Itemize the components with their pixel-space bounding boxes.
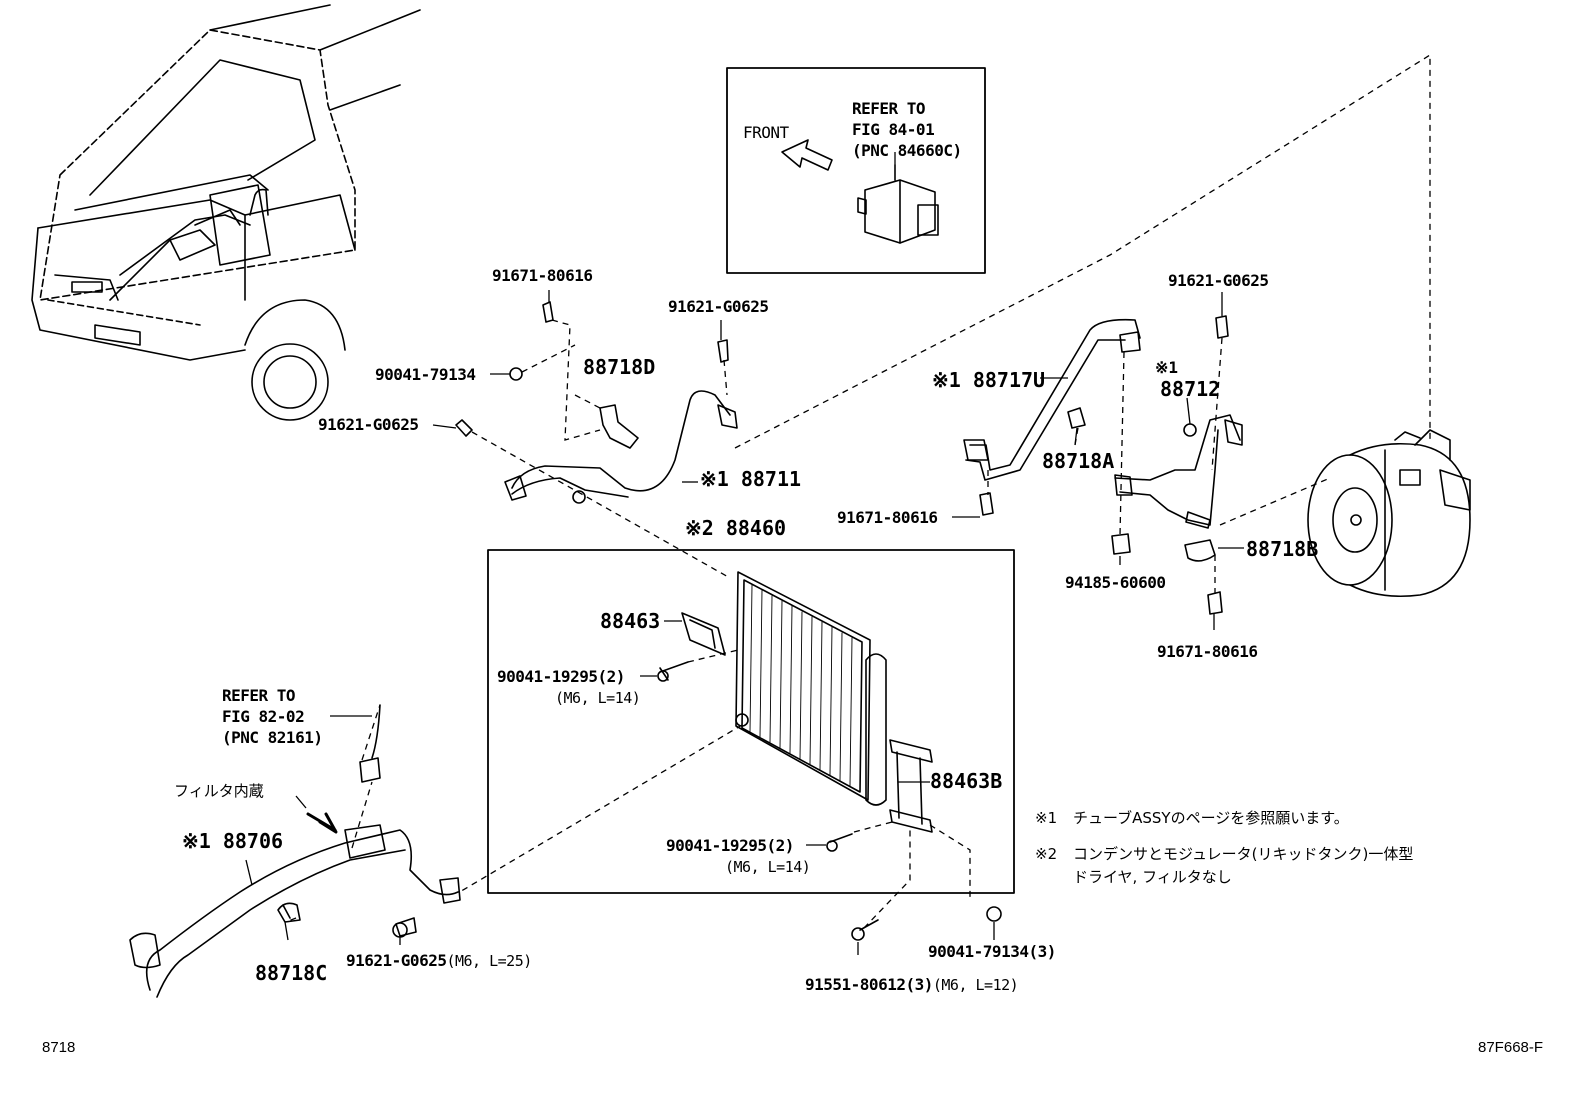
- tube-88717U: [963, 318, 1141, 481]
- part-88718B: 88718B: [1246, 537, 1319, 561]
- part-91551-80612-spec: (M6, L=12): [932, 976, 1019, 994]
- sensor-connector-icon: [857, 164, 939, 244]
- tube-88706: [129, 704, 461, 998]
- part-88712-mark: ※1: [1155, 358, 1179, 377]
- part-91551-80612: 91551-80612(3)(M6, L=12): [805, 975, 1019, 995]
- refer-82-line-3: (PNC 82161): [222, 728, 323, 747]
- part-88463B: 88463B: [930, 769, 1003, 793]
- part-90041-19295-upper-spec: (M6, L=14): [555, 689, 641, 707]
- part-90041-19295-upper: 90041-19295(2): [497, 667, 625, 686]
- part-91671-80616-mid: 91671-80616: [837, 508, 938, 527]
- condenser-frame: [487, 549, 1015, 894]
- truck-cab-illustration: [31, 4, 421, 421]
- footer-left-code: 8718: [42, 1039, 76, 1056]
- part-94185-60600: 94185-60600: [1065, 573, 1166, 592]
- part-88712: 88712: [1160, 377, 1221, 401]
- note-1-text: チューブASSYのページを参照願います。: [1073, 809, 1349, 827]
- bracket-88463-icon: [681, 612, 726, 656]
- part-91621-G0625-lower: 91621-G0625(M6, L=25): [346, 951, 532, 971]
- bracket-88463B-icon: [889, 739, 933, 833]
- part-91621-G0625-left: 91621-G0625: [318, 415, 419, 434]
- fastener-icons-right: [979, 315, 1229, 615]
- part-88718D: 88718D: [583, 355, 656, 379]
- part-88718C: 88718C: [255, 961, 328, 985]
- dashed-leaders: [285, 53, 1431, 929]
- clip-88718C-icon: [277, 902, 301, 923]
- part-91621-G0625-right: 91621-G0625: [1168, 271, 1269, 290]
- bolt-icons: [657, 661, 1002, 941]
- part-88711: ※1 88711: [700, 467, 802, 491]
- filter-arrow-icon: [306, 812, 338, 834]
- note-2-text-1: コンデンサとモジュレータ(リキッドタンク)一体型: [1073, 845, 1414, 863]
- condenser-core: [735, 571, 887, 806]
- refer-82-line-1: REFER TO: [222, 686, 296, 705]
- front-label: FRONT: [743, 123, 789, 142]
- inset-refer-line-1: REFER TO: [852, 99, 926, 118]
- bracket-88718D-icon: [599, 404, 639, 449]
- part-91621-G0625-lower-spec: (M6, L=25): [446, 952, 532, 970]
- part-88706: ※1 88706: [182, 829, 284, 853]
- part-88718A: 88718A: [1042, 449, 1115, 473]
- front-arrow-icon: [781, 139, 833, 171]
- bolt-91621-lower-icon: [392, 917, 417, 938]
- part-88460: ※2 88460: [685, 516, 787, 540]
- note-2-text-2: ドライヤ, フィルタなし: [1073, 868, 1232, 886]
- refer-82-line-2: FIG 82-02: [222, 707, 305, 726]
- inset-refer-line-2: FIG 84-01: [852, 120, 935, 139]
- part-91621-G0625-mid: 91621-G0625: [668, 297, 769, 316]
- part-91551-80612-number: 91551-80612(3): [805, 975, 933, 994]
- solid-leaders: [245, 152, 1244, 955]
- part-88463: 88463: [600, 609, 661, 633]
- part-88717U: ※1 88717U: [932, 368, 1046, 392]
- part-90041-19295-lower-spec: (M6, L=14): [725, 858, 811, 876]
- note-2-mark: ※2: [1035, 845, 1058, 863]
- part-91671-80616-right: 91671-80616: [1157, 642, 1258, 661]
- part-90041-79134-3: 90041-79134(3): [928, 942, 1056, 961]
- inset-refer-line-3: (PNC 84660C): [852, 141, 962, 160]
- tube-88712: [1114, 414, 1243, 529]
- filter-builtin-label: フィルタ内蔵: [174, 782, 264, 800]
- part-90041-19295-lower: 90041-19295(2): [666, 836, 794, 855]
- compressor-icon: [1307, 429, 1471, 598]
- footer-right-code: 87F668-F: [1478, 1039, 1544, 1056]
- note-1-mark: ※1: [1035, 809, 1058, 827]
- part-90041-79134: 90041-79134: [375, 365, 476, 384]
- part-91671-80616-upper: 91671-80616: [492, 266, 593, 285]
- part-91621-G0625-lower-number: 91621-G0625: [346, 951, 447, 970]
- tube-88711: [504, 390, 738, 504]
- inset-frame: [726, 67, 986, 274]
- fastener-icons-upper: [455, 301, 729, 437]
